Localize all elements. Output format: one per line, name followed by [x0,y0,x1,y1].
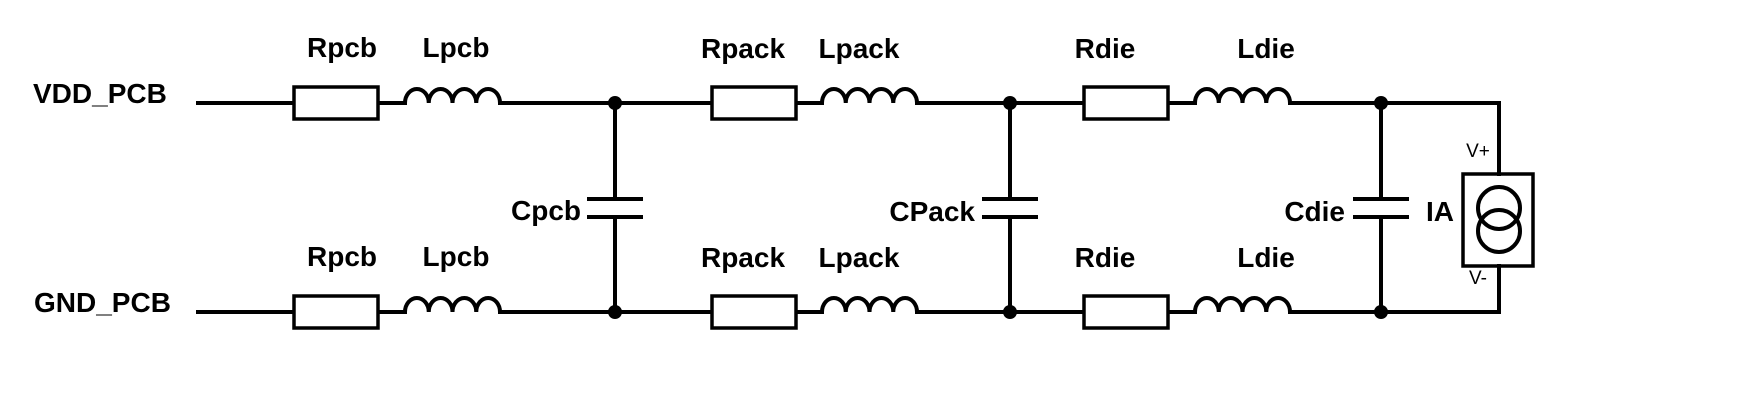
top-lpack-label: Lpack [819,33,900,64]
top-lpack-inductor [820,87,919,104]
cpcb-capacitor [587,101,643,314]
top-rdie-label: Rdie [1075,33,1136,64]
junction-node [608,305,622,319]
junction-node [1374,96,1388,110]
bottom-rpack-resistor [710,294,798,330]
bottom-rdie-label: Rdie [1075,242,1136,273]
top-rpcb-label: Rpcb [307,32,377,63]
top-rail-wires [196,101,1501,176]
cpack-label: CPack [889,196,975,227]
bottom-lpcb-label: Lpcb [423,241,490,272]
ia-label: IA [1426,196,1454,227]
cpack-capacitor [982,101,1038,314]
top-rpcb-resistor [292,85,380,121]
top-ldie-label: Ldie [1237,33,1295,64]
cdie-label: Cdie [1284,196,1345,227]
junction-node [608,96,622,110]
junction-node [1003,96,1017,110]
bottom-rpcb-label: Rpcb [307,241,377,272]
gnd-net-label: GND_PCB [34,287,171,318]
bottom-rail-wires [196,264,1501,314]
top-lpcb-inductor [403,87,502,104]
bottom-rpcb-resistor [292,294,380,330]
bottom-rpack-label: Rpack [701,242,785,273]
vdd-net-label: VDD_PCB [33,78,167,109]
junction-node [1003,305,1017,319]
top-rpack-label: Rpack [701,33,785,64]
bottom-ldie-label: Ldie [1237,242,1295,273]
bottom-lpack-label: Lpack [819,242,900,273]
junction-node [1374,305,1388,319]
top-lpcb-label: Lpcb [423,32,490,63]
current-source-ia [1461,172,1535,268]
top-rpack-resistor [710,85,798,121]
cdie-capacitor [1353,101,1409,314]
v-plus-label: V+ [1466,141,1490,162]
bottom-lpack-inductor [820,296,919,313]
top-rdie-resistor [1082,85,1170,121]
bottom-lpcb-inductor [403,296,502,313]
bottom-rdie-resistor [1082,294,1170,330]
v-minus-label: V- [1469,268,1487,289]
top-ldie-inductor [1193,87,1292,104]
cpcb-label: Cpcb [511,195,581,226]
bottom-ldie-inductor [1193,296,1292,313]
